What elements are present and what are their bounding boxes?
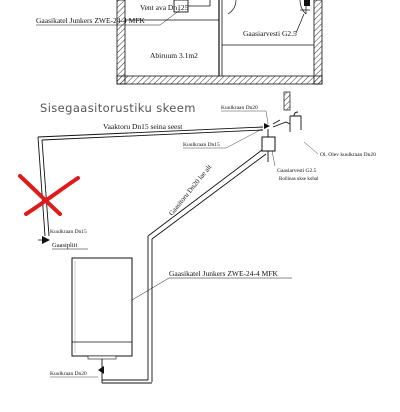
label-riser: Gaasitoru Dn20 lae alt bbox=[167, 163, 213, 217]
vent-label: Vent ava Dn125 bbox=[140, 3, 189, 12]
floor-plan-left-wall bbox=[116, 0, 126, 85]
plan-boiler-label: Gaasikatel Junkers ZWE-24-4 MFK bbox=[36, 16, 146, 25]
label-boiler: Gaasikatel Junkers ZWE-24-4 MFK bbox=[169, 269, 279, 278]
valve-meter-top bbox=[264, 123, 270, 129]
label-meter-sub: Boilinas ukse kohal bbox=[279, 177, 319, 182]
floor-plan: Vent ava Dn125 Gaasikatel Junkers ZWE-24… bbox=[36, 0, 323, 85]
gas-meter-symbol bbox=[261, 136, 276, 152]
boiler-symbol bbox=[71, 257, 133, 357]
label-vaktoru: Vaaktoru Dn15 seina seest bbox=[103, 122, 183, 131]
plan-meter-label: Gaasiarvesti G2.5 bbox=[243, 29, 297, 38]
valve-stove bbox=[42, 236, 50, 244]
label-valve-dn20-boiler: Kuulkraan Dn20 bbox=[50, 371, 87, 377]
label-stove: Gaasipliit bbox=[52, 242, 77, 249]
red-cross-icon bbox=[18, 174, 80, 216]
room-label: Abiruum 3.1m2 bbox=[150, 51, 198, 60]
floor-plan-right-wall bbox=[313, 0, 323, 85]
label-valve-dn15-stove: Kuulkraan Dn15 bbox=[50, 229, 87, 235]
label-valve-dn20-top: Kuulkraan Dn20 bbox=[221, 105, 258, 111]
label-meter: Gaasiarvesti G2.5 bbox=[277, 168, 317, 174]
label-valve-dn15-top: Kuulkraan Dn15 bbox=[183, 142, 220, 148]
piping bbox=[37, 91, 302, 384]
valve-boiler bbox=[98, 366, 104, 374]
wall-penetration bbox=[283, 91, 291, 111]
label-outside-valve: Ol. Olev kuulkraan Dn20 bbox=[320, 152, 376, 158]
floor-plan-bottom-wall bbox=[116, 75, 323, 85]
diagram-title: Sisegaasitorustiku skeem bbox=[40, 101, 196, 115]
